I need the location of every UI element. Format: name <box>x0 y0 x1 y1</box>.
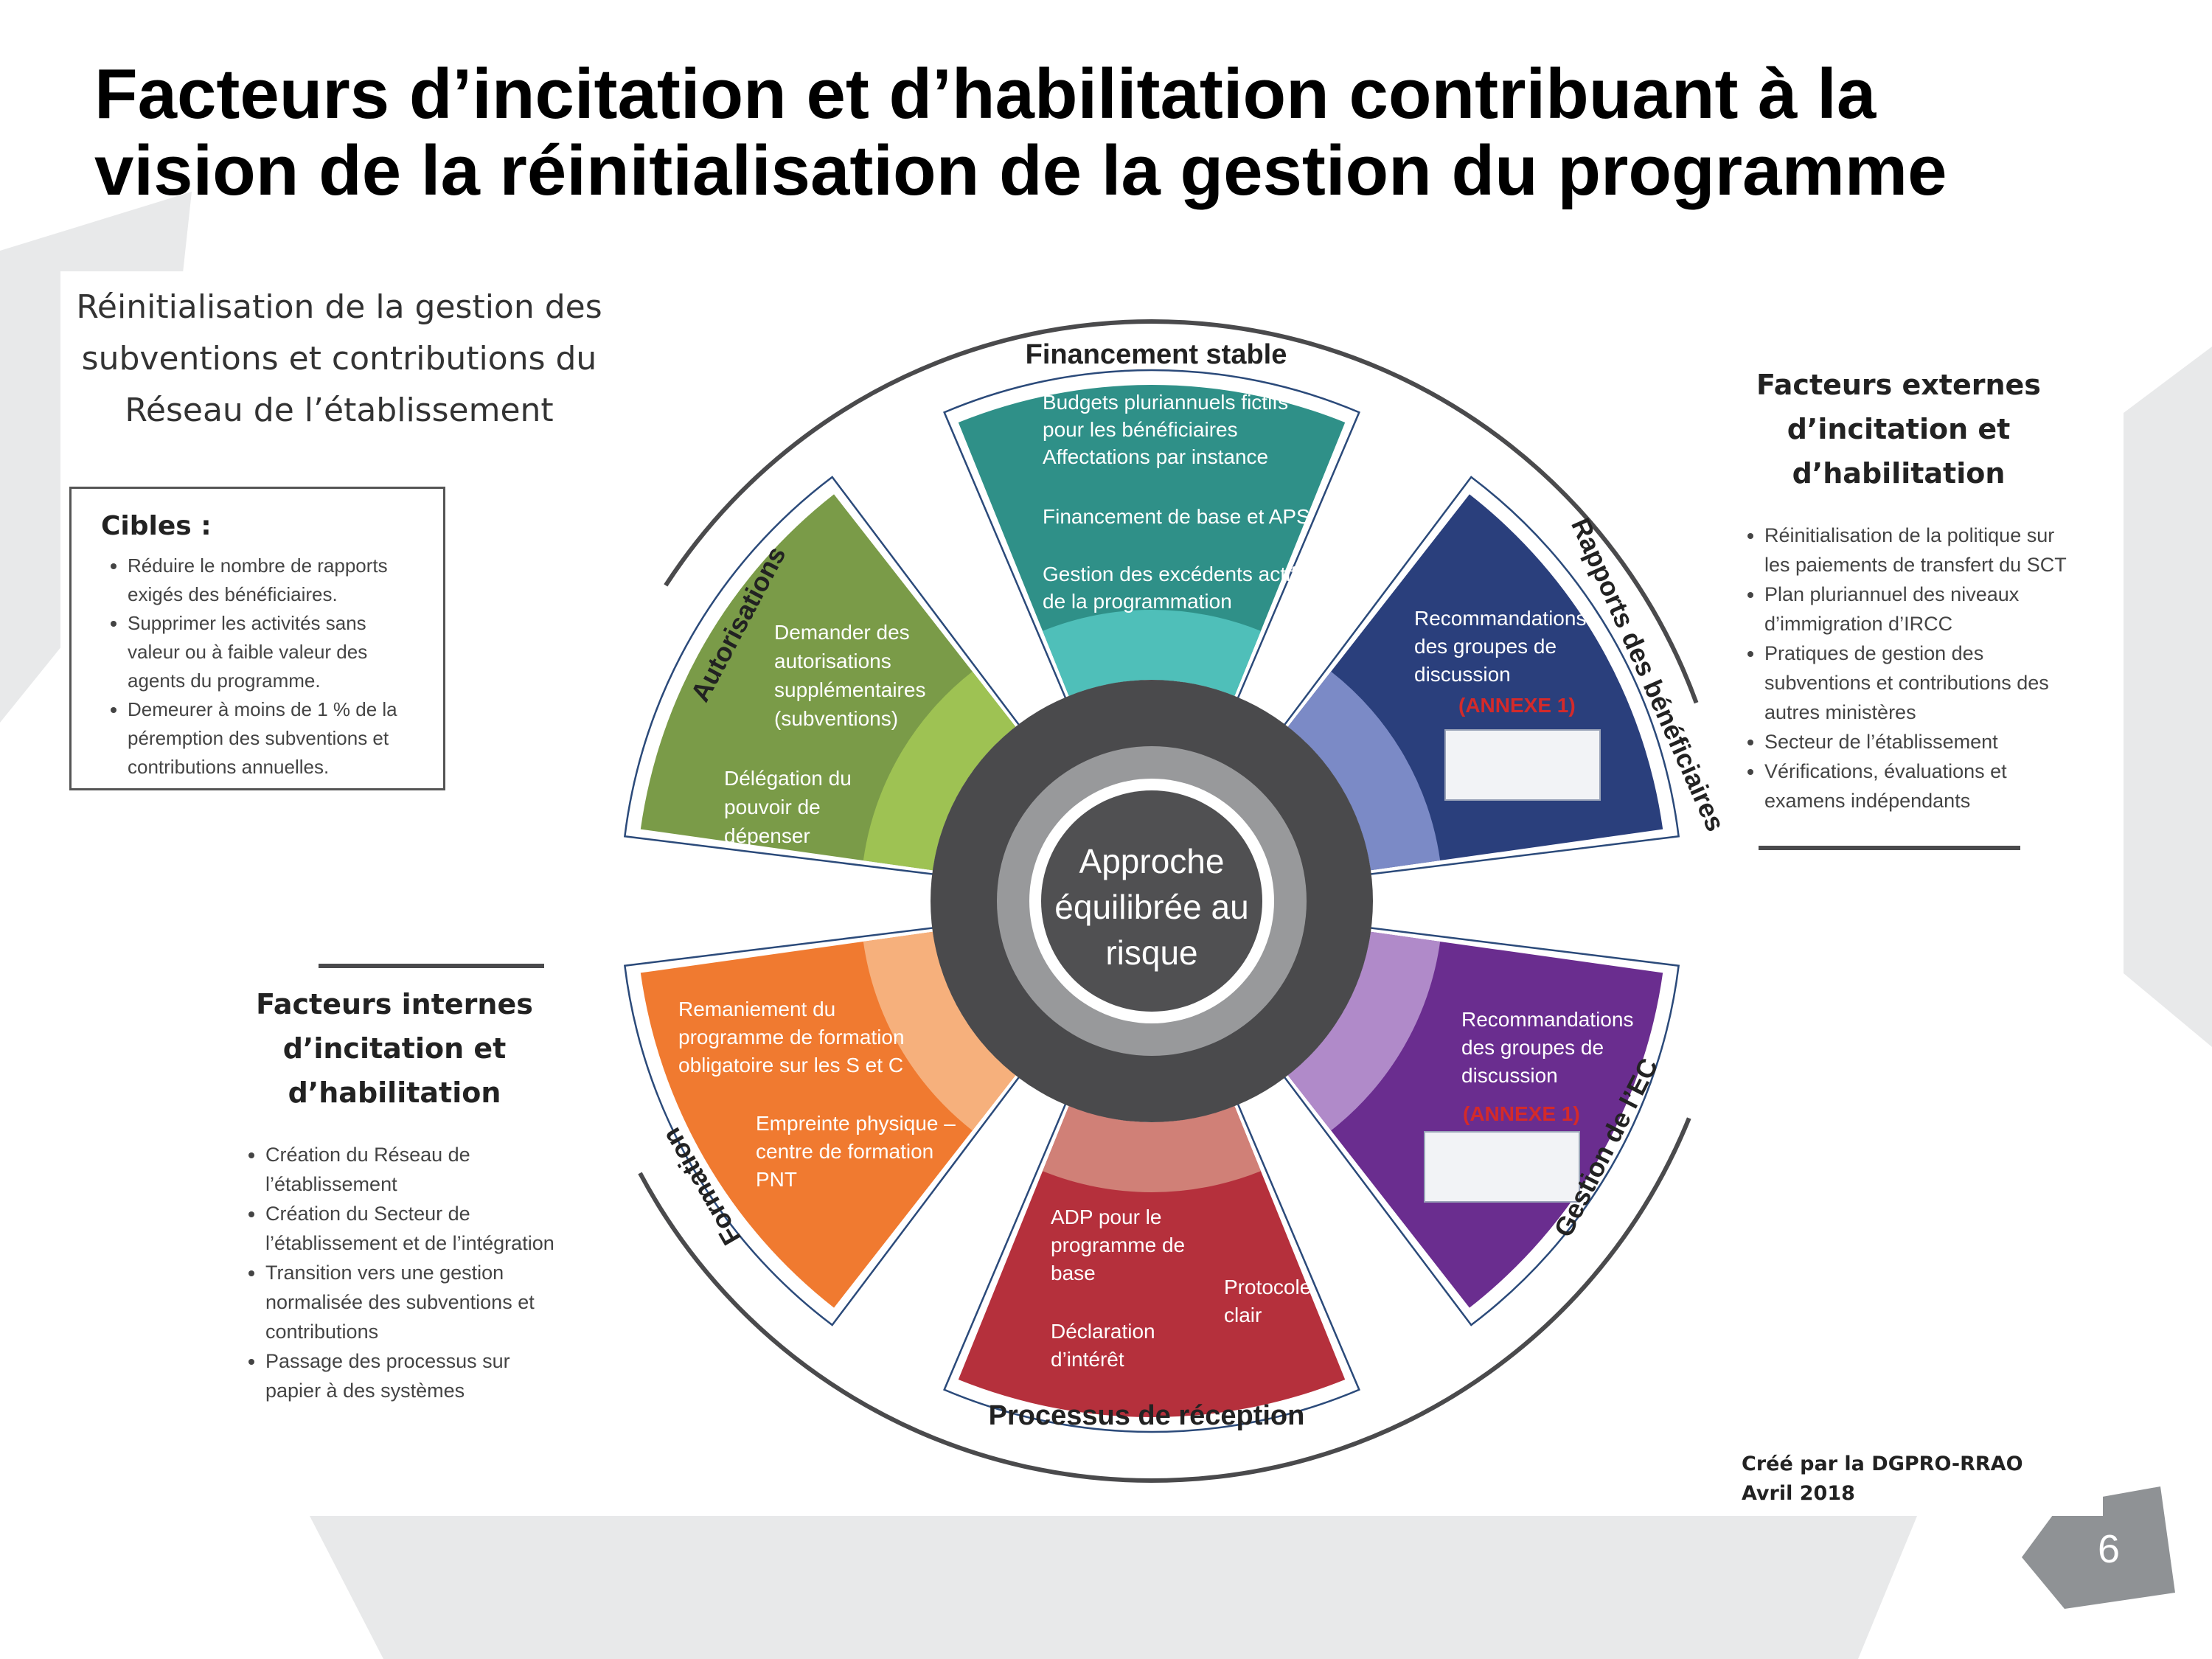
center-label-line-3: risque <box>1105 933 1197 972</box>
internal-factor-item: Création du Réseau de l’établissement <box>265 1140 568 1199</box>
internal-factor-item: Création du Secteur de l’établissement e… <box>265 1199 568 1258</box>
external-factors-heading-line-3: d’habilitation <box>1792 457 2006 490</box>
segment-financement-inner-band <box>1043 610 1261 696</box>
formation-text: centre de formation <box>756 1140 933 1163</box>
external-factor-item: Pratiques de gestion des subventions et … <box>1764 639 2076 727</box>
decorative-shape-bottom <box>310 1516 1917 1659</box>
segment-gestion-inner-band <box>1287 931 1441 1131</box>
gestion-annex-thumbnail <box>1424 1131 1580 1203</box>
gestion-text: des groupes de <box>1461 1036 1604 1059</box>
internal-factors-heading-line-2: d’incitation et <box>282 1032 507 1065</box>
reception-text: clair <box>1224 1304 1262 1326</box>
autorisations-text: dépenser <box>724 824 810 847</box>
internal-factors-heading: Facteurs internes d’incitation et d’habi… <box>221 982 568 1115</box>
center-label-line-1: Approche <box>1079 842 1225 880</box>
segment-reception-inner-band <box>1043 1106 1261 1192</box>
external-factors-heading-line-2: d’incitation et <box>1787 413 2011 445</box>
decorative-shape-right <box>2124 347 2212 1047</box>
diagram-subtitle-line-2: subventions et contributions du <box>81 340 597 378</box>
formation-text: PNT <box>756 1168 797 1191</box>
reception-text: base <box>1051 1262 1096 1284</box>
diagram-subtitle-line-1: Réinitialisation de la gestion des <box>76 288 602 326</box>
reception-label: Processus de réception <box>989 1400 1305 1431</box>
formation-text: programme de formation <box>678 1026 905 1048</box>
autorisations-text: pouvoir de <box>724 796 821 818</box>
external-factor-item: Secteur de l’établissement <box>1764 727 2076 757</box>
gestion-text: Recommandations <box>1461 1008 1633 1031</box>
outer-frame-arc-top <box>664 319 1699 704</box>
financement-text: Budgets pluriannuels fictifs <box>1043 391 1288 414</box>
credit-note: Créé par la DGPRO-RRAO Avril 2018 <box>1742 1450 2023 1509</box>
autorisations-text: Demander des <box>774 621 910 644</box>
rapports-annex-label: (ANNEXE 1) <box>1458 694 1576 717</box>
autorisations-text: supplémentaires <box>774 678 925 701</box>
reception-text: programme de <box>1051 1234 1185 1256</box>
segment-financement <box>958 385 1346 696</box>
external-factor-item: Plan pluriannuel des niveaux d’immigrati… <box>1764 580 2076 639</box>
targets-heading: Cibles : <box>101 511 212 541</box>
reception-text: Déclaration <box>1051 1320 1155 1343</box>
internal-factors-list: Création du Réseau de l’établissement Cr… <box>221 1140 568 1405</box>
financement-text: Gestion des excédents actifs <box>1043 563 1307 585</box>
gestion-annex-label: (ANNEXE 1) <box>1463 1102 1580 1125</box>
internal-factors: Facteurs internes d’incitation et d’habi… <box>221 982 568 1405</box>
internal-factor-item: Transition vers une gestion normalisée d… <box>265 1258 568 1346</box>
targets-list: Réduire le nombre de rapports exigés des… <box>101 552 422 782</box>
page-number: 6 <box>2097 1527 2121 1571</box>
rapports-annex-thumbnail <box>1444 729 1601 801</box>
autorisations-text: (subventions) <box>774 707 898 730</box>
gestion-text: discussion <box>1461 1064 1558 1087</box>
target-item: Supprimer les activités sans valeur ou à… <box>128 609 422 695</box>
diagram-subtitle: Réinitialisation de la gestion des subve… <box>44 282 634 437</box>
autorisations-text: autorisations <box>774 650 891 672</box>
internal-factor-item: Passage des processus sur papier à des s… <box>265 1346 568 1405</box>
rapports-text: discussion <box>1414 663 1511 686</box>
formation-text: Remaniement du <box>678 998 835 1020</box>
autorisations-text: Délégation du <box>724 767 852 790</box>
targets-box: Cibles : Réduire le nombre de rapports e… <box>69 487 445 790</box>
financement-text: de la programmation <box>1043 590 1232 613</box>
external-factor-item: Réinitialisation de la politique sur les… <box>1764 521 2076 580</box>
target-item: Demeurer à moins de 1 % de la péremption… <box>128 695 422 782</box>
ring-inner <box>1041 790 1262 1012</box>
reception-text: Protocole <box>1224 1276 1311 1298</box>
segment-formation-inner-band <box>863 931 1016 1131</box>
rapports-text: Recommandations <box>1414 607 1586 630</box>
page-number-badge <box>2022 1486 2175 1609</box>
segment-rapports-inner-band <box>1287 671 1441 871</box>
external-factors-list: Réinitialisation de la politique sur les… <box>1722 521 2076 815</box>
segment-reception <box>958 1106 1346 1417</box>
target-item: Réduire le nombre de rapports exigés des… <box>128 552 422 609</box>
outer-frame-arc-bottom <box>638 1117 1691 1483</box>
formation-text: obligatoire sur les S et C <box>678 1054 903 1077</box>
internal-factors-heading-line-3: d’habilitation <box>288 1077 501 1109</box>
financement-text: Financement de base et APS <box>1043 505 1310 528</box>
external-factors: Facteurs externes d’incitation et d’habi… <box>1722 363 2076 815</box>
financement-label: Financement stable <box>1026 339 1287 370</box>
financement-text: pour les bénéficiaires <box>1043 418 1238 441</box>
slide-title-line-2: vision de la réinitialisation de la gest… <box>94 131 1947 210</box>
center-label-line-2: équilibrée au <box>1054 888 1248 926</box>
credit-line-2: Avril 2018 <box>1742 1482 1855 1505</box>
external-factors-heading: Facteurs externes d’incitation et d’habi… <box>1722 363 2076 495</box>
reception-text: ADP pour le <box>1051 1206 1161 1228</box>
formation-text: Empreinte physique – <box>756 1112 956 1135</box>
slide-title-line-1: Facteurs d’incitation et d’habilitation … <box>94 55 1877 133</box>
segment-autorisations-inner-band <box>863 671 1016 871</box>
reception-text: d’intérêt <box>1051 1348 1124 1371</box>
rapports-text: des groupes de <box>1414 635 1557 658</box>
financement-text: Affectations par instance <box>1043 445 1268 468</box>
internal-factors-heading-line-1: Facteurs internes <box>256 988 533 1020</box>
slide-title: Facteurs d’incitation et d’habilitation … <box>94 56 2144 209</box>
external-factor-item: Vérifications, évaluations et examens in… <box>1764 757 2076 815</box>
diagram-subtitle-line-3: Réseau de l’établissement <box>125 392 554 429</box>
credit-line-1: Créé par la DGPRO-RRAO <box>1742 1453 2023 1475</box>
external-factors-heading-line-1: Facteurs externes <box>1756 369 2041 401</box>
